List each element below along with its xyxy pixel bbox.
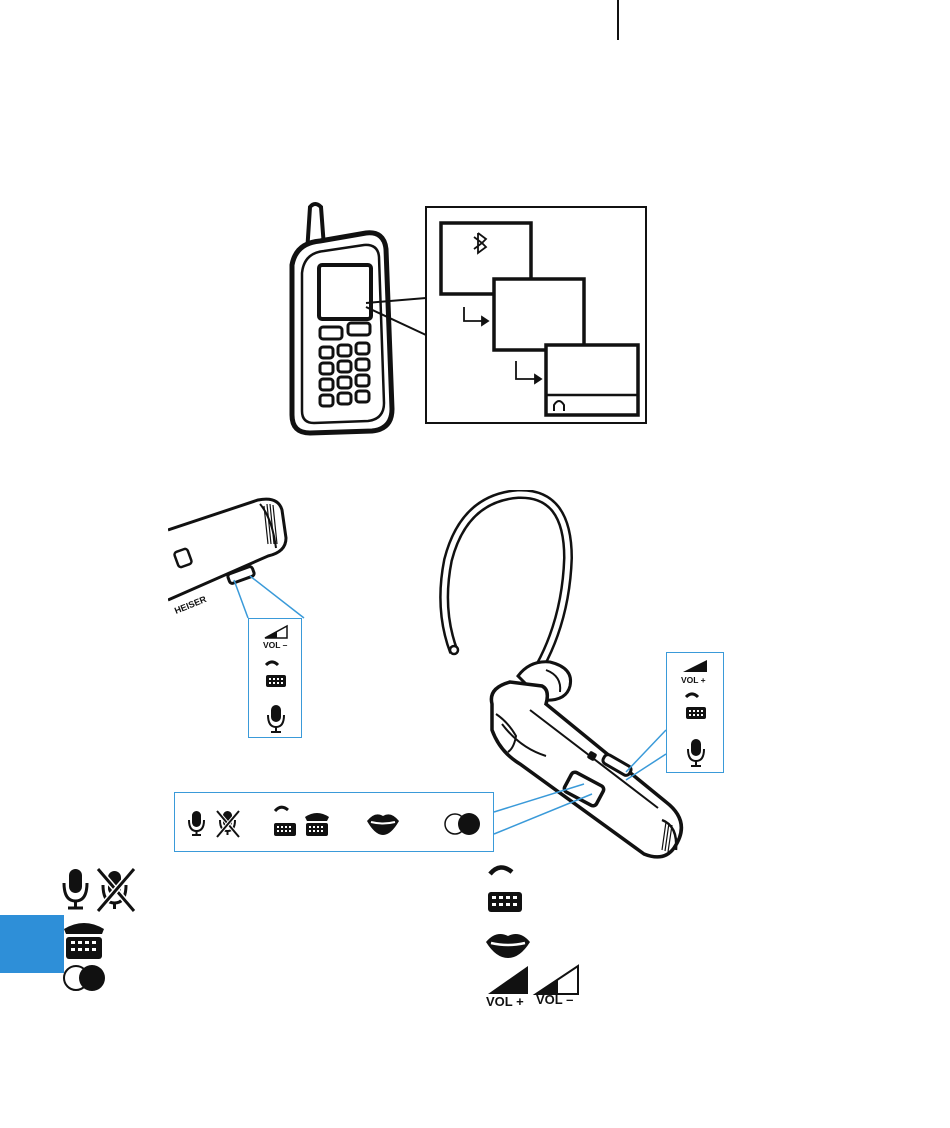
legend-right-icons: VOL + VOL – xyxy=(480,862,590,1012)
volume-wedge-icon xyxy=(683,660,707,672)
microphone-icon xyxy=(189,811,204,835)
vol-plus-label: VOL + xyxy=(486,994,524,1009)
multifunction-button-callout xyxy=(174,792,494,852)
volume-wedge-icon xyxy=(265,626,287,638)
microphone-icon xyxy=(688,739,704,766)
lips-icon xyxy=(367,814,399,835)
toggle-circles-icon xyxy=(445,813,480,835)
telephone-offhook-icon xyxy=(488,867,522,912)
volume-wedge-icon xyxy=(488,966,528,994)
telephone-icon xyxy=(64,923,104,959)
volume-button-callout: VOL + xyxy=(666,652,724,773)
lips-icon xyxy=(486,934,530,958)
vol-minus-label: VOL – xyxy=(263,640,288,650)
ear-hook xyxy=(444,494,568,666)
microphone-muted-icon xyxy=(98,869,134,911)
headset-body xyxy=(491,682,681,857)
menu-screen-3 xyxy=(546,345,638,415)
telephone-offhook-icon xyxy=(274,807,296,836)
section-tab xyxy=(0,915,64,973)
top-divider-line xyxy=(617,0,619,40)
volume-wedge-icon xyxy=(536,966,578,994)
telephone-offhook-icon xyxy=(266,662,286,687)
phone-screen xyxy=(319,265,371,319)
menu-screen-2 xyxy=(494,279,584,350)
toggle-circles-icon xyxy=(64,965,105,991)
brand-text: HEISER xyxy=(173,594,208,616)
microphone-muted-icon xyxy=(217,811,239,837)
telephone-offhook-icon xyxy=(686,694,706,719)
telephone-icon xyxy=(305,813,329,836)
headset-side-detail: HEISER xyxy=(168,490,318,620)
legend-left-icons xyxy=(60,865,150,995)
side-button-callout: VOL – xyxy=(248,618,302,738)
microphone-icon xyxy=(64,869,87,908)
phone-pairing-illustration xyxy=(280,195,660,440)
vol-minus-label: VOL – xyxy=(536,992,573,1007)
microphone-icon xyxy=(268,705,284,732)
mobile-phone xyxy=(292,233,392,433)
vol-plus-label: VOL + xyxy=(681,675,706,685)
